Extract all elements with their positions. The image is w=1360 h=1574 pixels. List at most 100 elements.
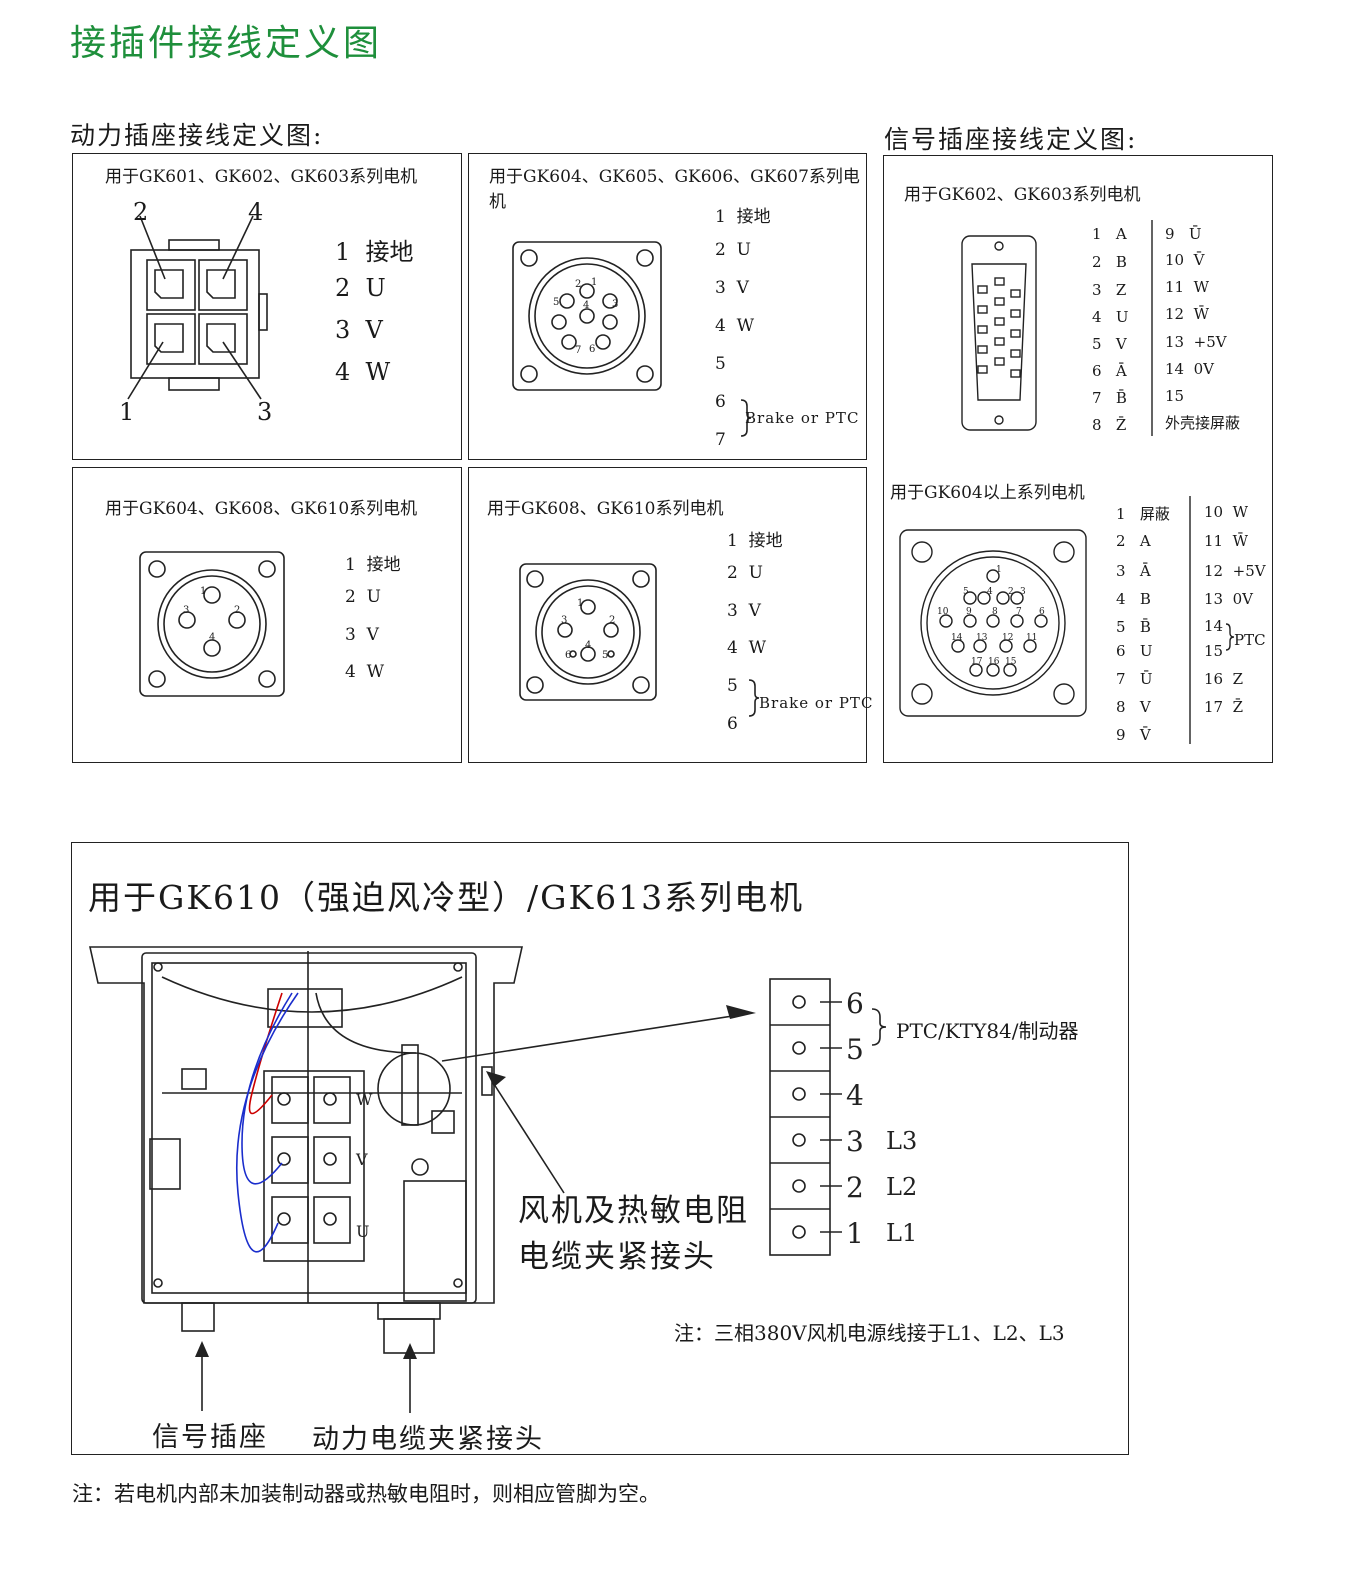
- phase-label: L3: [886, 1127, 917, 1155]
- panel-caption: 用于GK604以上系列电机: [890, 483, 1085, 503]
- gland-label-2: 电缆夹紧接头: [518, 1239, 716, 1275]
- pin-number: 12: [1002, 633, 1013, 643]
- pin-row: 4 B: [1116, 590, 1151, 608]
- pin-row: 2 U: [345, 587, 381, 607]
- pin-number: 11: [1026, 633, 1037, 643]
- power-section-title: 动力插座接线定义图:: [70, 121, 324, 150]
- pin-number: 4: [585, 640, 591, 651]
- pin-number: 10: [937, 607, 949, 617]
- pin-row: 4 W: [335, 358, 391, 386]
- pin-number: 15: [1005, 657, 1017, 667]
- pin-number: 4: [583, 300, 589, 311]
- pin-number: 16: [988, 657, 1000, 667]
- pin-row: 3 Z: [1092, 281, 1127, 299]
- term-number: 1: [846, 1217, 864, 1250]
- footnote: 注：若电机内部未加装制动器或热敏电阻时，则相应管脚为空。: [72, 1482, 660, 1506]
- signal-section-title: 信号插座接线定义图:: [884, 125, 1138, 154]
- power-panel-gk608-610: 用于GK608、GK610系列电机 1 2 3 4 5 6 1 接地 2 U 3…: [468, 467, 872, 763]
- pin-row: 7 B̄: [1092, 389, 1127, 407]
- pin-row: 11 W̄: [1204, 532, 1249, 550]
- pin-row: 1 屏蔽: [1116, 505, 1170, 523]
- power-panel-gk601: 用于GK601、GK602、GK603系列电机 2 4 1 3 1 接地 2 U…: [72, 153, 462, 460]
- pin-number: 1: [577, 598, 583, 609]
- pin-row: 17 Z̄: [1204, 698, 1244, 716]
- pin-row: 13 +5V: [1165, 333, 1227, 351]
- pin-row: 外壳接屏蔽: [1165, 414, 1241, 432]
- panel-caption: 用于GK601、GK602、GK603系列电机: [105, 167, 418, 187]
- power-panel-gk604-610: 用于GK604、GK608、GK610系列电机 1 2 3 4 1 接地 2 U…: [72, 467, 462, 763]
- pin-row: 1 接地: [715, 207, 771, 227]
- pin-row: 14: [1204, 617, 1224, 635]
- pin-row: 5: [727, 676, 738, 696]
- pin-row: 8 V: [1116, 698, 1151, 716]
- callout-2: 2: [133, 198, 149, 226]
- fan-note: 注：三相380V风机电源线接于L1、L2、L3: [674, 1321, 1065, 1345]
- pin-number: 3: [1020, 587, 1026, 597]
- pin-row: 4 W: [727, 638, 767, 658]
- term-number: 2: [846, 1171, 864, 1204]
- pin-number: 5: [602, 650, 608, 661]
- terminal-box-drawing: W V U 6 5 4 3 2 1 L3 L2 L1: [89, 946, 917, 1413]
- pin-row: 15: [1165, 387, 1185, 405]
- pin-number: 2: [1008, 587, 1014, 597]
- phase-label: L2: [886, 1173, 917, 1201]
- pin-number: 7: [1016, 607, 1022, 617]
- pin-row: 2 B: [1092, 253, 1127, 271]
- pin-number: 7: [575, 345, 581, 356]
- pin-row: 1 接地: [335, 238, 414, 266]
- pin-row: 4 W: [715, 316, 755, 336]
- pin-number: 3: [561, 615, 567, 626]
- pin-row: 8 Z̄: [1092, 416, 1127, 434]
- pin-number: 14: [951, 633, 963, 643]
- pin-row: 5: [715, 354, 726, 374]
- dsub15-and-round17-drawing: 1 2 3 4 5 6 7 8 9 10 11 12 13 14 15 16 1…: [899, 220, 1235, 744]
- pin-row: 7: [715, 430, 726, 450]
- pin-row: 10 W: [1204, 503, 1249, 521]
- panel-caption: 用于GK608、GK610系列电机: [487, 499, 724, 519]
- pin-row: 16 Z: [1204, 670, 1244, 688]
- fan-panel: 用于GK610（强迫风冷型）/GK613系列电机: [71, 842, 1129, 1455]
- pin-number: 1: [996, 565, 1002, 575]
- fan-panel-title: 用于GK610（强迫风冷型）/GK613系列电机: [88, 878, 805, 917]
- pin-row: 13 0V: [1204, 590, 1253, 608]
- uvw-label: W: [356, 1090, 373, 1109]
- gland-label-1: 风机及热敏电阻: [518, 1193, 749, 1229]
- round-connector-4pin-drawing: 1 2 3 4: [139, 551, 285, 697]
- pin-number: 3: [183, 605, 189, 616]
- pin-number: 9: [966, 607, 972, 617]
- pin-row: 9 Ū: [1165, 225, 1202, 243]
- pin-number: 17: [971, 657, 983, 667]
- power-panel-gk604-607: 用于GK604、GK605、GK606、GK607系列电机 1 2 3 4 5 …: [468, 153, 867, 460]
- ptc-kty84-label: PTC/KTY84/制动器: [896, 1019, 1079, 1043]
- term-number: 5: [846, 1033, 864, 1066]
- page-title: 接插件接线定义图: [70, 23, 383, 64]
- phase-label: L1: [886, 1219, 917, 1247]
- signal-panel: 用于GK602、GK603系列电机 1 2: [883, 155, 1273, 763]
- pin-row: 6 Ā: [1092, 362, 1127, 380]
- pin-row: 15: [1204, 642, 1224, 660]
- pin-row: 3 V: [345, 625, 379, 645]
- term-number: 6: [846, 987, 864, 1020]
- pin-row: 6: [715, 392, 726, 412]
- pin-row: 3 V: [335, 316, 383, 344]
- pin-number: 3: [612, 299, 618, 310]
- callout-4: 4: [248, 198, 264, 226]
- signal-socket-label: 信号插座: [152, 1422, 268, 1453]
- pin-number: 1: [591, 277, 597, 288]
- pin-number: 8: [992, 607, 998, 617]
- pin-number: 6: [565, 650, 571, 661]
- panel-caption: 用于GK604、GK608、GK610系列电机: [105, 499, 418, 519]
- pin-row: 5 B̄: [1116, 618, 1151, 636]
- pin-row: 6 U: [1116, 642, 1153, 660]
- pin-row: 6: [727, 714, 738, 734]
- pin-row: 14 0V: [1165, 360, 1214, 378]
- pin-number: 2: [575, 279, 581, 290]
- pin-row: 12 W̄: [1165, 305, 1210, 323]
- brake-label: Brake or PTC: [745, 409, 860, 427]
- uvw-label: U: [356, 1222, 369, 1241]
- pin-row: 4 W: [345, 662, 385, 682]
- pin-row: 3 V: [715, 278, 749, 298]
- pin-row: 11 W: [1165, 278, 1210, 296]
- pin-row: 1 A: [1092, 225, 1127, 243]
- pin-row: 2 U: [335, 274, 386, 302]
